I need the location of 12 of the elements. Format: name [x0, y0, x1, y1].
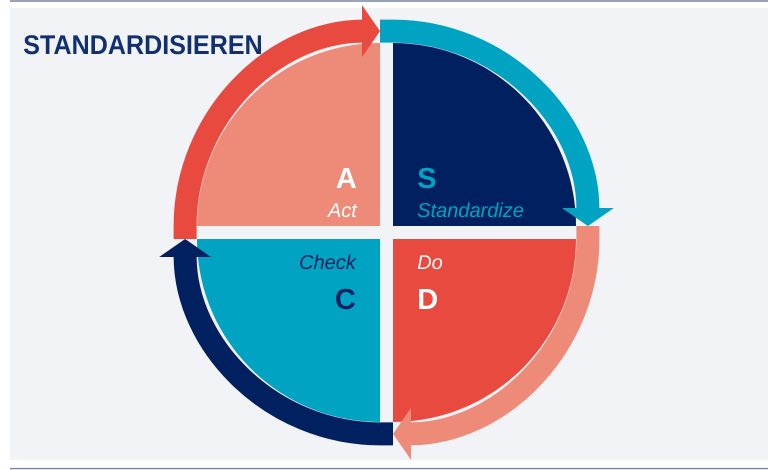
phase-label: Act	[326, 203, 358, 218]
quadrant-segment	[393, 43, 576, 226]
phase-letter: A	[336, 168, 356, 188]
phase-letter: D	[419, 289, 437, 309]
phase-label: Standardize	[418, 202, 524, 218]
phase-letter: C	[336, 288, 356, 310]
phase-label: Do	[418, 255, 442, 270]
quadrant-segment	[393, 239, 576, 422]
heading: STANDARDISIEREN	[24, 35, 261, 54]
phase-label: Check	[300, 254, 357, 270]
phase-letter: S	[418, 168, 436, 188]
quadrant-segment	[197, 239, 380, 422]
